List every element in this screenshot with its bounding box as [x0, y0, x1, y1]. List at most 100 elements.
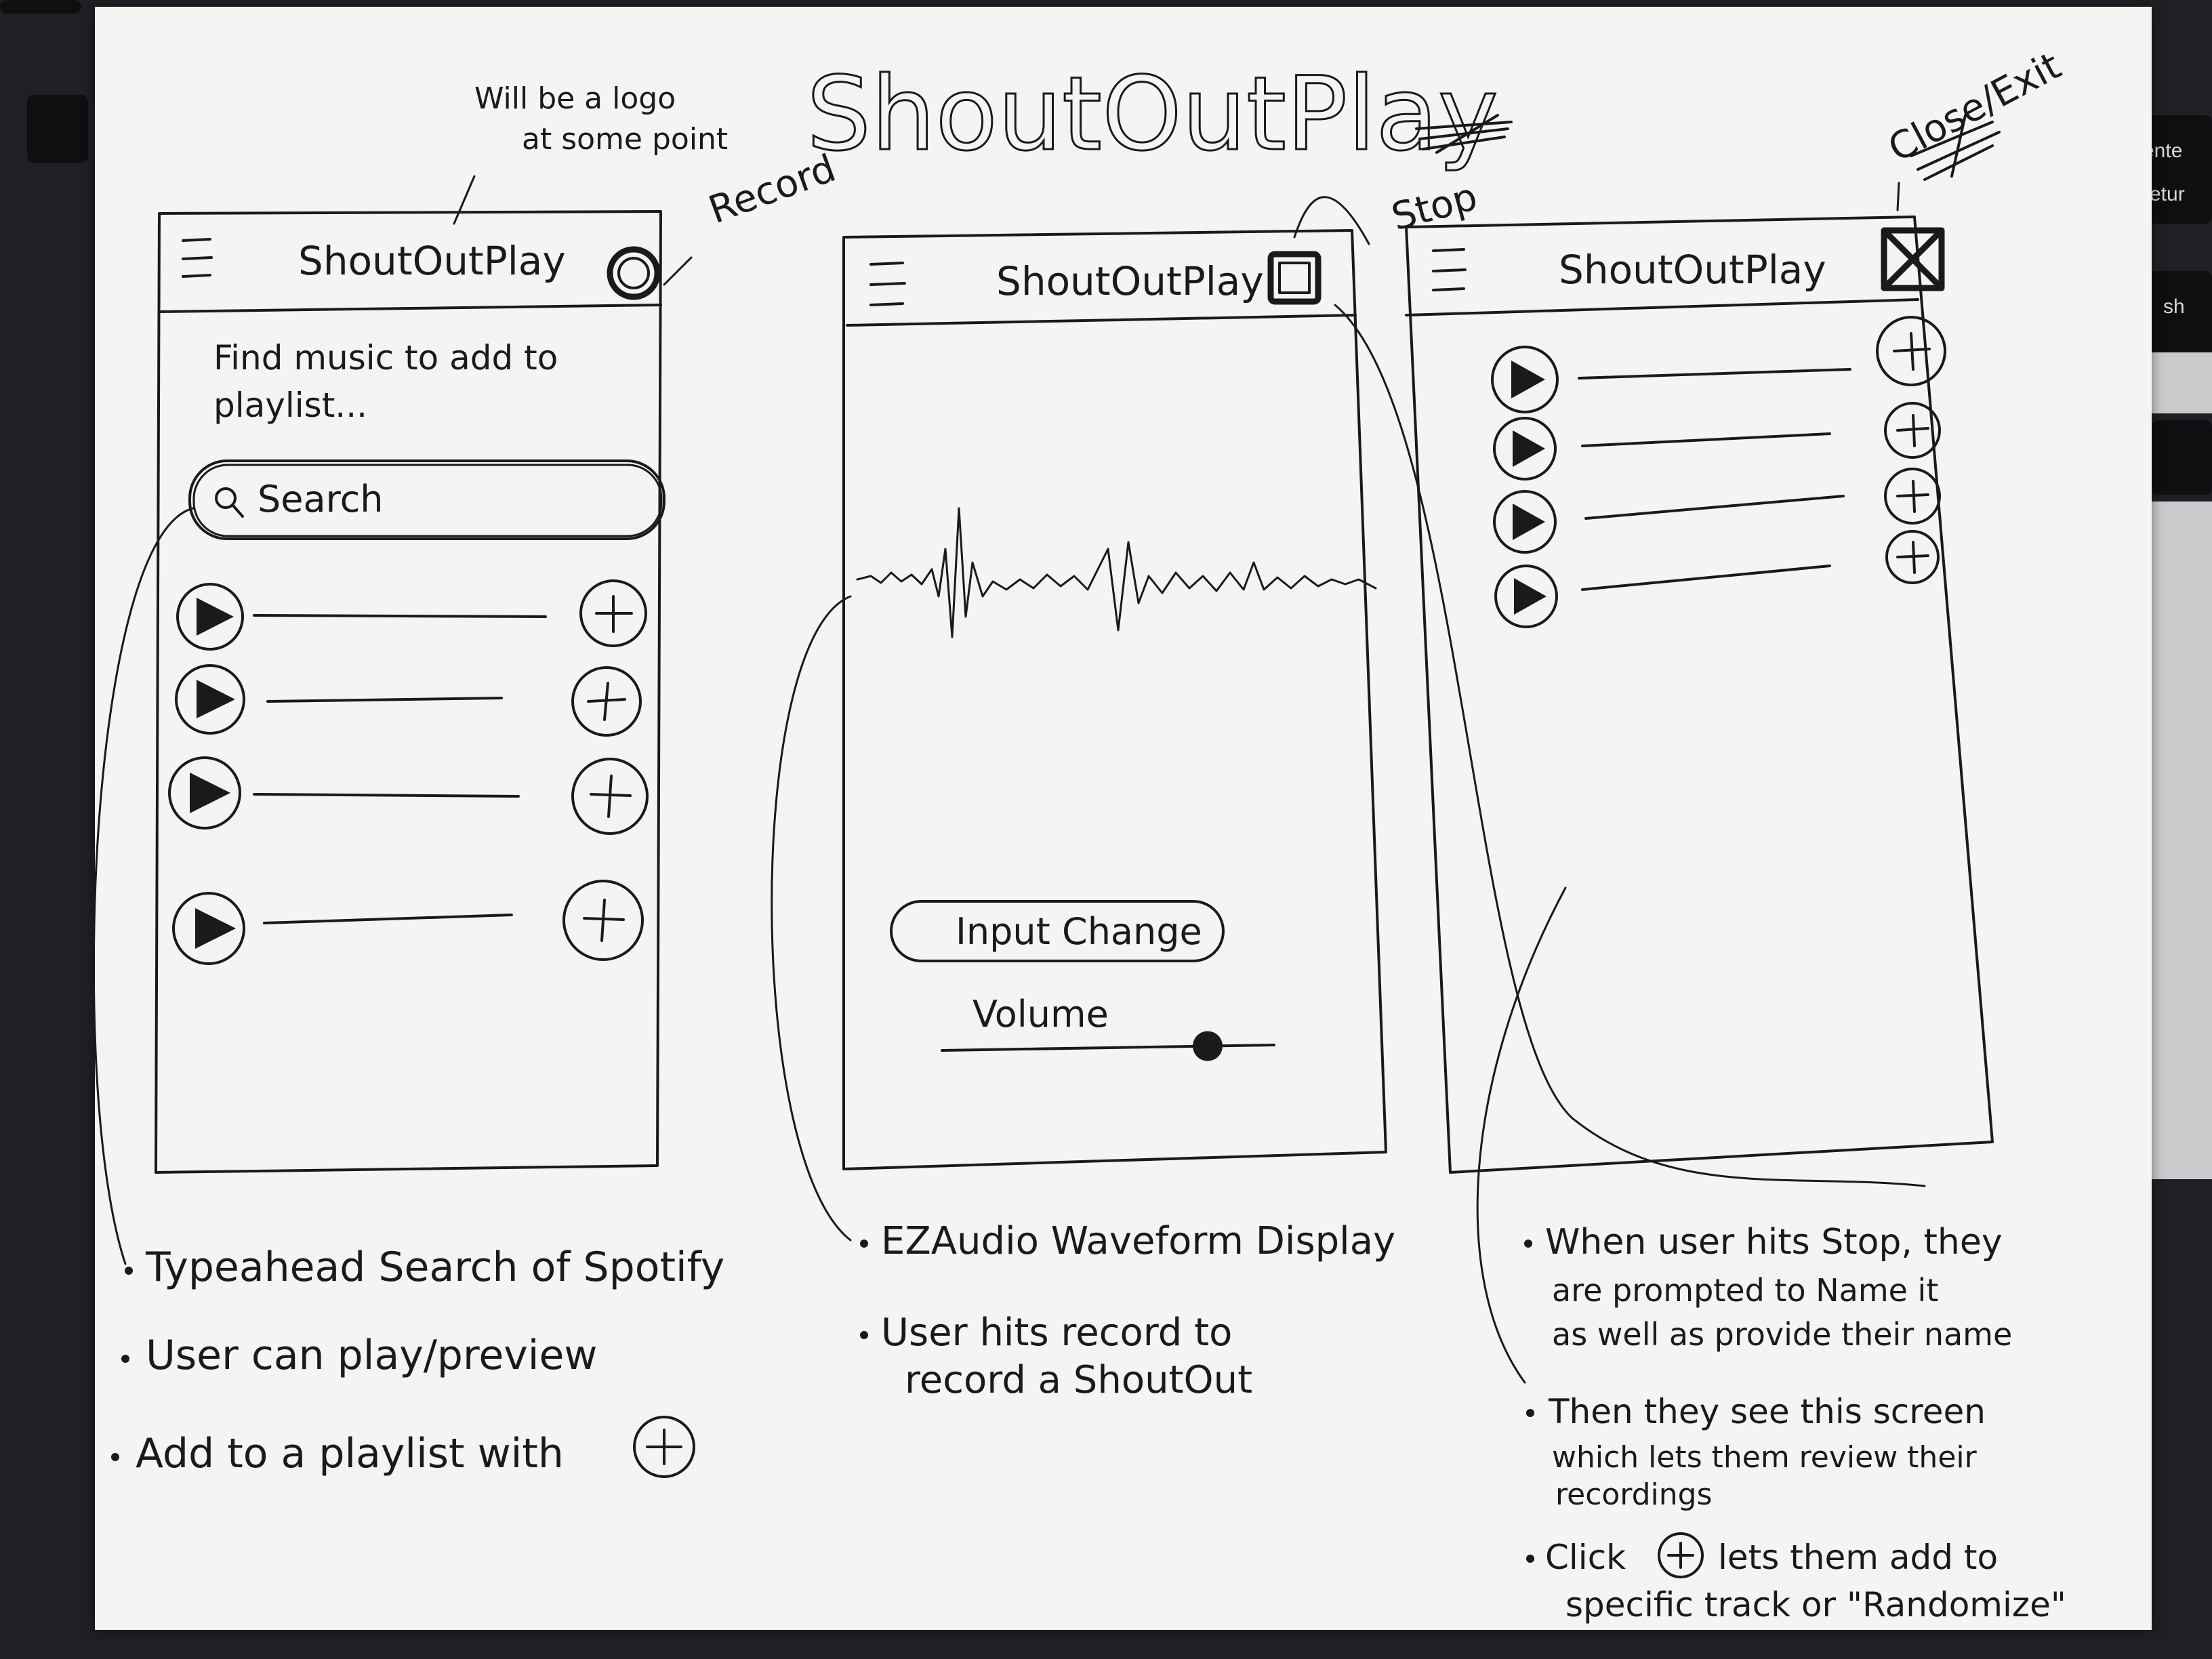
stop-pointer: [1293, 196, 1370, 245]
volume-slider-thumb[interactable]: [1193, 1031, 1223, 1061]
close-exit-annotation: Close/Exit: [1881, 44, 2068, 171]
track-row: [176, 579, 647, 651]
note-text: When user hits Stop, they: [1545, 1222, 2003, 1263]
track-row: [168, 756, 649, 835]
keyboard-key-shift: sh: [2148, 271, 2212, 359]
recording-title-line: [1584, 495, 1845, 520]
recording-row: [1493, 468, 1941, 554]
screen-record: ShoutOutPlay Input Change Volume: [842, 229, 1387, 1170]
find-music-prompt-line2: playlist...: [213, 386, 367, 425]
close-icon[interactable]: [1881, 227, 1945, 291]
note-connector: [771, 595, 852, 1242]
track-row: [172, 880, 644, 965]
note-text: lets them add to: [1718, 1538, 1998, 1577]
play-button-icon[interactable]: [176, 583, 244, 651]
record-pointer: [663, 256, 693, 286]
input-change-label: Input Change: [956, 910, 1202, 953]
find-music-prompt-line1: Find music to add to: [213, 338, 558, 377]
track-title-line: [266, 697, 503, 703]
keyboard-key: [2152, 420, 2212, 495]
logo-note-line1: Will be a logo: [474, 81, 676, 116]
note-text: User can play/preview: [146, 1332, 597, 1379]
record-annotation: Record: [703, 146, 842, 232]
stop-annotation: Stop: [1387, 175, 1482, 240]
track-title-line: [253, 793, 520, 798]
audio-waveform: [856, 507, 1377, 638]
play-button-icon[interactable]: [168, 756, 241, 830]
note-text: EZAudio Waveform Display: [881, 1219, 1395, 1263]
add-button-icon[interactable]: [1885, 530, 1940, 584]
keyboard-key: [27, 95, 88, 163]
screen-search: ShoutOutPlay Find music to add to playli…: [155, 210, 665, 1174]
play-button-icon[interactable]: [1493, 490, 1557, 554]
note-text: which lets them review their: [1552, 1440, 1978, 1475]
play-button-icon[interactable]: [1491, 346, 1559, 413]
note-text: User hits record to: [881, 1311, 1232, 1355]
note-text: as well as provide their name: [1552, 1316, 2012, 1353]
laptop-body-edge: [2151, 501, 2212, 1179]
logo-note-line2: at some point: [522, 122, 728, 157]
hamburger-menu-icon[interactable]: [869, 262, 906, 306]
add-button-icon[interactable]: [562, 880, 644, 961]
volume-label: Volume: [972, 993, 1109, 1036]
hamburger-menu-icon[interactable]: [182, 238, 213, 278]
wireframe-sketch: ShoutOutPlay Will be a logo at some poin…: [95, 44, 2068, 1624]
scribbled-out-word: [1415, 114, 1513, 154]
header-divider: [158, 304, 662, 313]
note-text: Add to a playlist with: [136, 1430, 564, 1477]
recording-row: [1491, 316, 1946, 413]
add-button-icon[interactable]: [1884, 402, 1941, 459]
recording-row: [1493, 402, 1941, 480]
note-text: specific track or "Randomize": [1565, 1585, 2066, 1624]
hamburger-menu-icon[interactable]: [1432, 248, 1467, 291]
add-button-icon[interactable]: [579, 579, 647, 647]
header-title: ShoutOutPlay: [298, 238, 566, 284]
keyboard-shift-label: sh: [2163, 295, 2185, 318]
search-input[interactable]: [188, 459, 665, 540]
phone-frame: [842, 229, 1387, 1170]
add-button-icon[interactable]: [1884, 468, 1941, 525]
notes-screen3: When user hits Stop, they are prompted t…: [1524, 1222, 2066, 1624]
play-button-icon[interactable]: [175, 664, 245, 735]
sketch-paper: ShoutOutPlay Will be a logo at some poin…: [95, 7, 2152, 1630]
note-text: recordings: [1555, 1477, 1713, 1512]
input-change-button[interactable]: [890, 900, 1225, 962]
add-button-icon[interactable]: [1876, 316, 1946, 386]
search-placeholder: Search: [258, 478, 384, 520]
note-connector: [1334, 304, 1926, 1187]
note-connector: [95, 507, 194, 1265]
header-title: ShoutOutPlay: [996, 258, 1264, 304]
recording-title-line: [1581, 565, 1831, 591]
record-icon[interactable]: [607, 246, 661, 300]
recording-row: [1494, 530, 1940, 628]
play-button-icon[interactable]: [1493, 417, 1557, 480]
main-title: ShoutOutPlay: [806, 56, 1498, 173]
laptop-body-edge: [2151, 352, 2212, 413]
note-text: Typeahead Search of Spotify: [145, 1244, 724, 1291]
add-button-icon[interactable]: [571, 758, 649, 835]
keyboard-key: [0, 0, 81, 14]
search-icon: [215, 487, 244, 518]
scribbled-out-word: [1910, 114, 2001, 181]
note-text: are prompted to Name it: [1552, 1272, 1938, 1309]
phone-frame: [155, 210, 662, 1174]
play-button-icon[interactable]: [1494, 565, 1558, 628]
add-icon: [633, 1416, 695, 1478]
track-title-line: [253, 614, 547, 618]
note-text: record a ShoutOut: [905, 1358, 1252, 1402]
header-divider: [1405, 298, 1919, 316]
header-divider: [846, 314, 1357, 327]
note-text: Click: [1545, 1538, 1626, 1577]
track-title-line: [263, 914, 513, 924]
stop-icon[interactable]: [1267, 251, 1322, 305]
notes-screen2: EZAudio Waveform Display User hits recor…: [860, 1219, 1395, 1402]
note-text: Then they see this screen: [1548, 1392, 1986, 1431]
volume-slider[interactable]: [941, 1031, 1275, 1061]
play-button-icon[interactable]: [172, 892, 245, 965]
screen-recordings: ShoutOutPlay: [1405, 216, 1994, 1174]
logo-note-pointer: [453, 175, 476, 225]
recording-title-line: [1578, 368, 1851, 380]
add-button-icon[interactable]: [571, 666, 642, 737]
recording-title-line: [1581, 432, 1831, 447]
notes-screen1: Typeahead Search of Spotify User can pla…: [111, 1244, 724, 1478]
